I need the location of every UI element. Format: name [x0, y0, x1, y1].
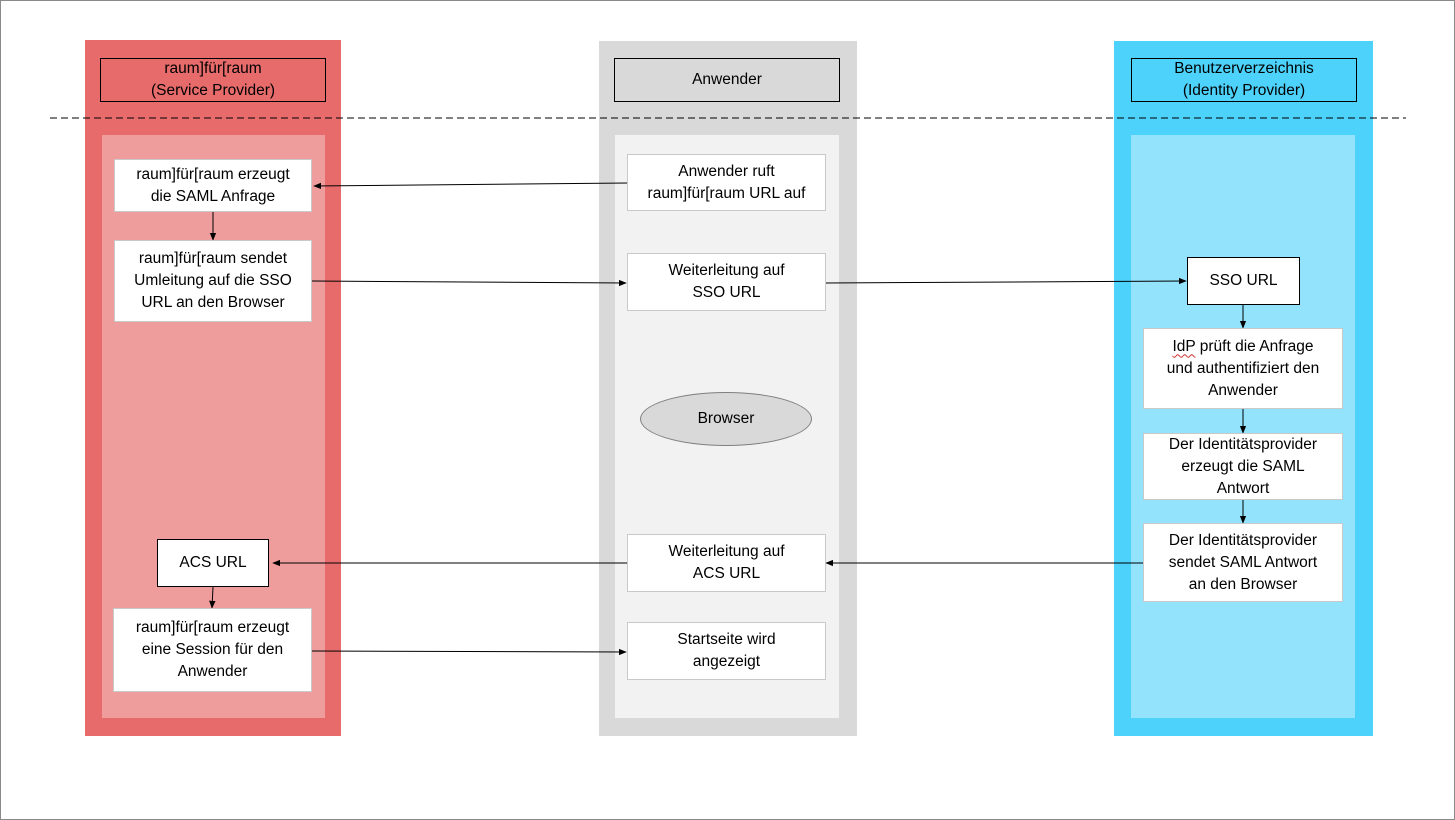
service-provider-header: raum]für[raum (Service Provider) [100, 58, 326, 102]
arrow-user-to-idp-sso [825, 277, 1187, 285]
sp-create-session-box: raum]für[raum erzeugt eine Session für d… [113, 608, 312, 692]
user-header: Anwender [614, 58, 840, 102]
idp-sso-url-box: SSO URL [1187, 257, 1300, 305]
idp-check-request-text: IdP prüft die Anfrage und authentifizier… [1167, 336, 1320, 402]
idp-abbreviation: IdP [1172, 337, 1196, 355]
identity-provider-header: Benutzerverzeichnis (Identity Provider) [1131, 58, 1357, 102]
user-redirect-acs-box: Weiterleitung auf ACS URL [627, 534, 826, 592]
sp-acs-url-box: ACS URL [157, 539, 269, 587]
arrow-session-to-user-start [311, 648, 627, 656]
sp-create-request-box: raum]für[raum erzeugt die SAML Anfrage [114, 159, 312, 212]
user-start-page-box: Startseite wird angezeigt [627, 622, 826, 680]
arrow-user-to-sp-request [313, 182, 629, 190]
idp-send-response-box: Der Identitätsprovider sendet SAML Antwo… [1143, 523, 1343, 602]
user-redirect-sso-box: Weiterleitung auf SSO URL [627, 253, 826, 311]
user-calls-url-box: Anwender ruft raum]für[raum URL auf [627, 154, 826, 211]
browser-ellipse: Browser [640, 392, 812, 446]
idp-check-request-rest: prüft die Anfrage und authentifiziert de… [1166, 337, 1320, 399]
idp-check-request-box: IdP prüft die Anfrage und authentifizier… [1143, 328, 1343, 409]
sp-send-redirect-box: raum]für[raum sendet Umleitung auf die S… [114, 240, 312, 322]
arrow-sp-to-user-redirect [311, 279, 627, 287]
arrow-acs-to-session [209, 586, 216, 609]
idp-create-response-box: Der Identitätsprovider erzeugt die SAML … [1143, 433, 1343, 500]
